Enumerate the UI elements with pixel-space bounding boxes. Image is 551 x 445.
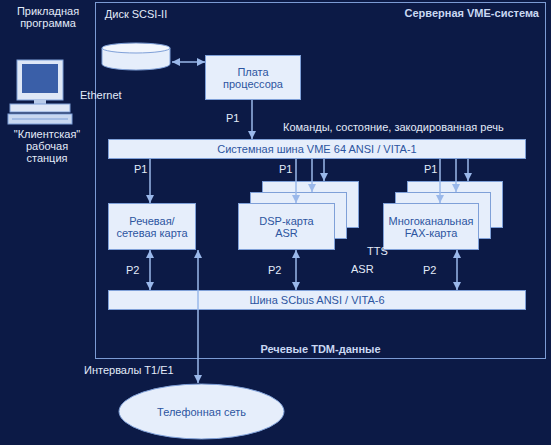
free-label: Ethernet bbox=[80, 89, 140, 101]
edge-label: Интервалы T1/E1 bbox=[84, 364, 174, 376]
connector-arrow bbox=[197, 250, 199, 383]
connector-arrow bbox=[149, 250, 151, 290]
connector-arrow bbox=[456, 250, 458, 290]
bus-wire bbox=[312, 159, 468, 192]
process-box: Речевая/сетевая карта bbox=[108, 203, 196, 250]
frame-title: Серверная VME-система bbox=[405, 7, 539, 19]
connector-arrow bbox=[251, 100, 253, 139]
frame-caption: Речевые TDM-данные bbox=[96, 343, 545, 355]
process-box: Многоканальная FAX-карта bbox=[383, 203, 479, 250]
edge-label: P1 bbox=[226, 112, 239, 124]
disk-symbol: Диск SCSI-II bbox=[100, 8, 172, 72]
process-box: Плата процессора bbox=[205, 55, 301, 100]
connector-arrow bbox=[295, 159, 297, 203]
node-text: Диск SCSI-II bbox=[100, 8, 172, 20]
workstation-icon bbox=[8, 60, 72, 124]
free-label: Команды, состояние, закодированная речь bbox=[283, 121, 543, 133]
edge-label: P2 bbox=[268, 264, 281, 276]
free-label: ASR bbox=[351, 263, 391, 275]
edge-label: P2 bbox=[423, 264, 436, 276]
free-label: "Клиентская" рабочая станция bbox=[10, 128, 84, 164]
network-ellipse: Телефонная сеть bbox=[118, 383, 285, 440]
connector-arrow bbox=[295, 250, 297, 290]
node-text: Речевая/сетевая карта bbox=[110, 215, 194, 239]
node-text: Плата процессора bbox=[222, 66, 284, 90]
node-text: Многоканальная FAX-карта bbox=[388, 215, 474, 239]
connector-arrow bbox=[149, 159, 151, 203]
node-text: DSP-карта ASR bbox=[259, 215, 314, 239]
edge-label: P1 bbox=[134, 163, 147, 175]
node-text: Телефонная сеть bbox=[157, 406, 246, 418]
edge-label: P2 bbox=[126, 264, 139, 276]
free-label: Прикладная программа bbox=[3, 5, 93, 29]
edge-label: P1 bbox=[279, 163, 292, 175]
connector-arrow bbox=[439, 159, 441, 203]
free-label: TTS bbox=[367, 245, 407, 257]
process-box: Шина SCbus ANSI / VITA-6 bbox=[108, 290, 526, 310]
node-text: Шина SCbus ANSI / VITA-6 bbox=[249, 294, 384, 306]
connector-arrow bbox=[172, 61, 205, 63]
system-frame: Серверная VME-системаРечевые TDM-данные Д… bbox=[95, 2, 546, 359]
disk-cylinder bbox=[100, 42, 172, 72]
process-box: Системная шина VME 64 ANSI / VITA-1 bbox=[108, 139, 526, 159]
edge-label: P1 bbox=[424, 163, 437, 175]
node-text: Системная шина VME 64 ANSI / VITA-1 bbox=[217, 143, 416, 155]
process-box: DSP-карта ASR bbox=[238, 203, 335, 250]
